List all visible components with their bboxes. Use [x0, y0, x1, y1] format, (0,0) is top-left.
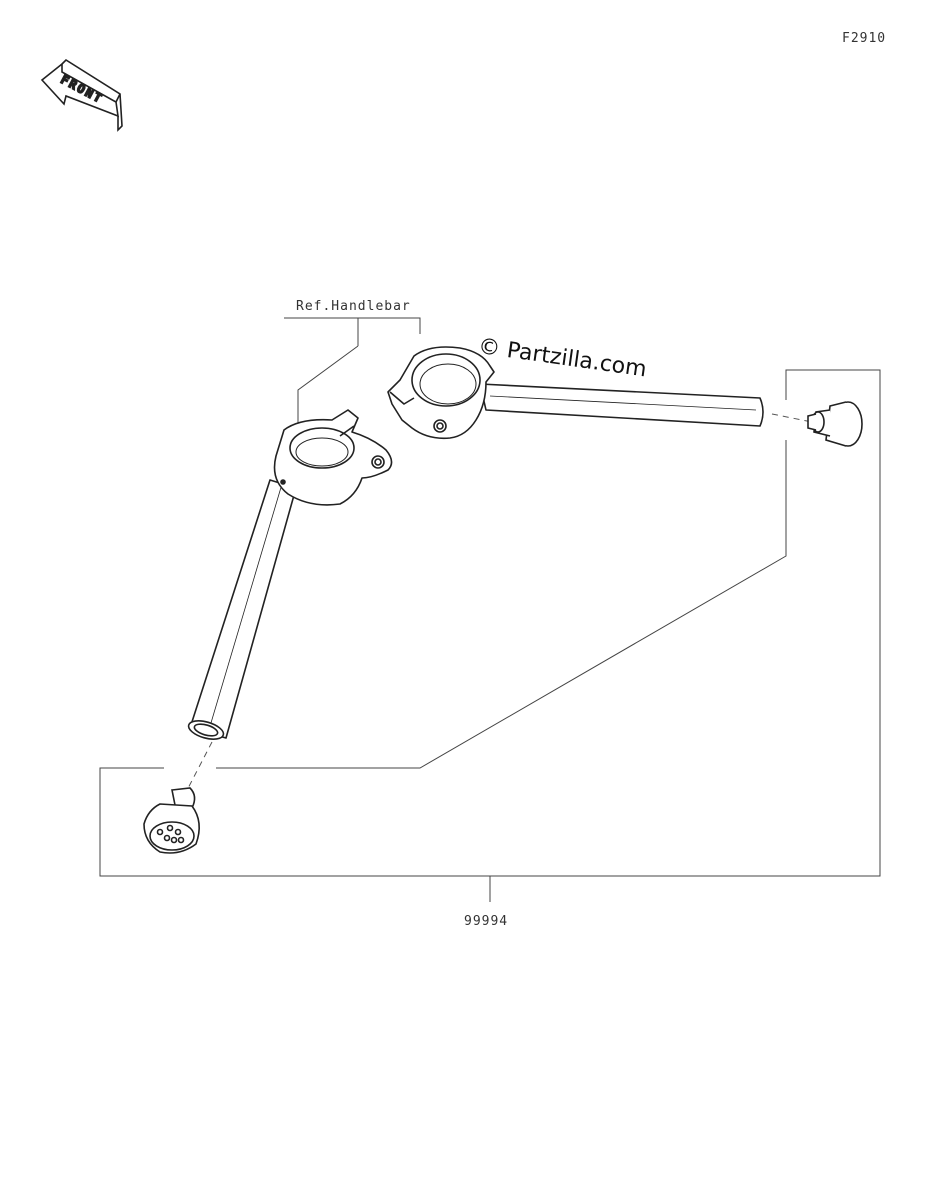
alignment-dashes [183, 413, 813, 797]
part-number-label: 99994 [464, 914, 509, 929]
right-clip-on-handlebar [387, 346, 764, 440]
left-bar-end-weight [143, 787, 200, 854]
ref-handlebar-label: Ref.Handlebar [296, 299, 411, 314]
figure-code: F2910 [842, 31, 887, 46]
front-arrow-icon: FRONT [40, 58, 123, 132]
assembly-bracket-lines [99, 369, 881, 902]
left-clip-on-handlebar [187, 409, 393, 740]
right-bar-end-weight [807, 401, 863, 447]
ref-handlebar-leader [284, 317, 421, 424]
